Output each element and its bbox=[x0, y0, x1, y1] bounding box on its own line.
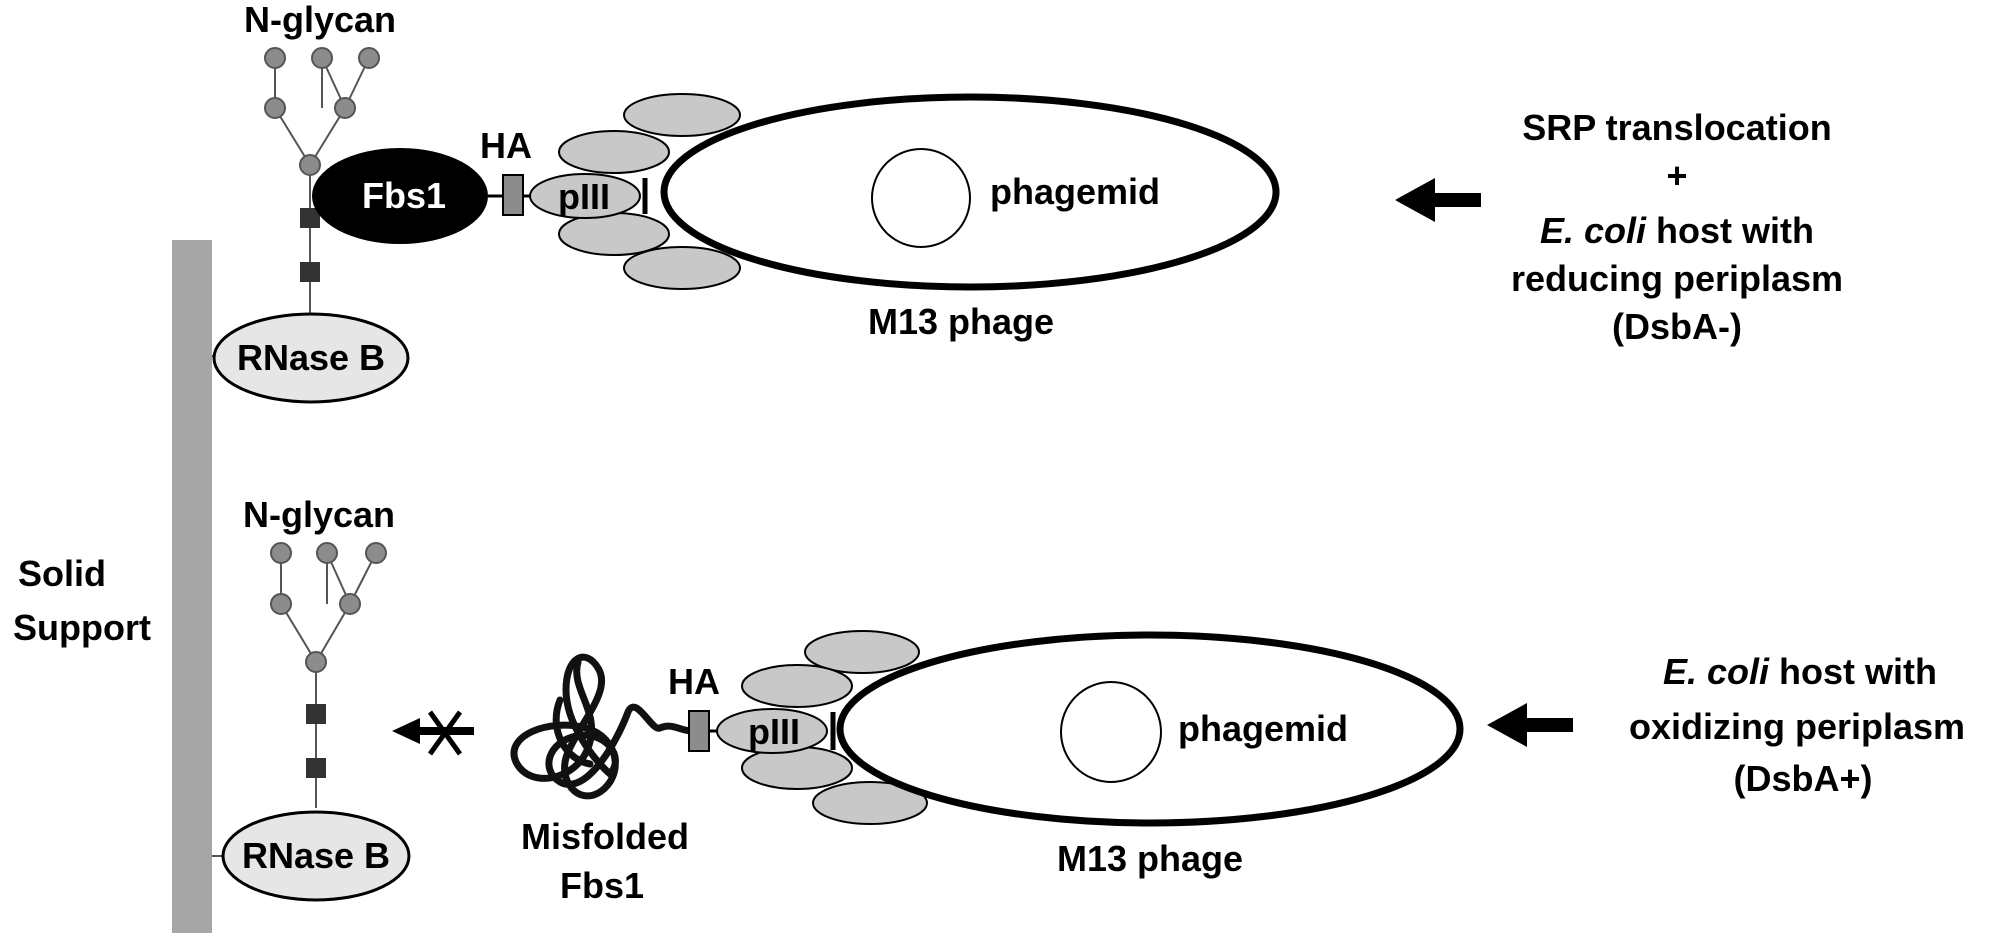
top-m13-phage-label: M13 phage bbox=[868, 301, 1054, 342]
top-glycan-nodes bbox=[264, 47, 380, 176]
top-condition-arrow-icon bbox=[1395, 178, 1481, 222]
top-panel: N-glycan RNase B Fbs1 HA pIII phagemid M… bbox=[212, 0, 1843, 404]
top-ha-label: HA bbox=[480, 125, 532, 166]
glycan-glcnac-square bbox=[306, 758, 326, 778]
bottom-panel: N-glycan RNase B Misfolded Fbs1 HA pIII bbox=[212, 494, 1965, 906]
bottom-rnase-b bbox=[221, 810, 411, 902]
glycan-glcnac-square bbox=[306, 704, 326, 724]
glycan-sugar-node bbox=[365, 542, 387, 564]
top-condition-line1: SRP translocation bbox=[1522, 107, 1831, 148]
phage-coat-protein bbox=[804, 630, 920, 674]
phage-coat-protein bbox=[558, 130, 670, 174]
top-rnase-b-label: RNase B bbox=[237, 337, 385, 378]
solid-support-bar bbox=[172, 240, 212, 933]
top-fbs1 bbox=[312, 148, 488, 244]
bottom-piii-label: pIII bbox=[748, 711, 800, 752]
top-condition-line5: (DsbA-) bbox=[1612, 306, 1742, 347]
bottom-piii bbox=[716, 708, 828, 754]
bottom-condition-line1: E. coli host with bbox=[1663, 651, 1937, 692]
top-condition-line3: E. coli host with bbox=[1540, 210, 1814, 251]
solid-support-label-line1: Solid bbox=[18, 553, 106, 594]
phage-coat-protein bbox=[623, 246, 741, 290]
blocked-binding-arrow-icon bbox=[392, 710, 474, 756]
glycan-sugar-node bbox=[270, 593, 292, 615]
phage-coat-protein bbox=[623, 93, 741, 137]
bottom-phagemid-circle bbox=[1060, 681, 1162, 783]
bottom-ha-label: HA bbox=[668, 661, 720, 702]
bottom-condition-arrow-icon bbox=[1487, 703, 1573, 747]
bottom-condition-line2: oxidizing periplasm bbox=[1629, 706, 1965, 747]
top-n-glycan-label: N-glycan bbox=[244, 0, 396, 40]
top-phagemid-label: phagemid bbox=[990, 171, 1160, 212]
top-piii-label: pIII bbox=[558, 176, 610, 217]
glycan-sugar-node bbox=[339, 593, 361, 615]
bottom-rnase-b-label: RNase B bbox=[242, 835, 390, 876]
top-fbs1-label: Fbs1 bbox=[362, 175, 446, 216]
bottom-m13-phage-label: M13 phage bbox=[1057, 838, 1243, 879]
glycan-glcnac-square bbox=[300, 208, 320, 228]
solid-support-label-line2: Support bbox=[13, 607, 151, 648]
top-ha-tag bbox=[502, 174, 524, 216]
phage-coat-protein bbox=[812, 781, 928, 825]
glycan-sugar-node bbox=[264, 97, 286, 119]
top-phagemid-circle bbox=[871, 148, 971, 248]
phage-coat-protein bbox=[741, 664, 853, 708]
bottom-ha-tag bbox=[688, 710, 710, 752]
glycan-sugar-node bbox=[334, 97, 356, 119]
glycan-sugar-node bbox=[316, 542, 338, 564]
top-condition-line2: + bbox=[1666, 155, 1687, 196]
glycan-sugar-node bbox=[305, 651, 327, 673]
misfolded-fbs1-label-line2: Fbs1 bbox=[560, 865, 644, 906]
phage-coat-protein bbox=[558, 212, 670, 256]
glycan-glcnac-square bbox=[300, 262, 320, 282]
top-condition-line4: reducing periplasm bbox=[1511, 258, 1843, 299]
glycan-sugar-node bbox=[264, 47, 286, 69]
misfolded-fbs1-icon bbox=[510, 653, 698, 800]
glycan-sugar-node bbox=[270, 542, 292, 564]
glycan-sugar-node bbox=[311, 47, 333, 69]
bottom-glycan-nodes bbox=[270, 542, 387, 673]
top-piii bbox=[529, 173, 641, 219]
bottom-condition-line3: (DsbA+) bbox=[1733, 758, 1872, 799]
glycan-sugar-node bbox=[358, 47, 380, 69]
bottom-phagemid-label: phagemid bbox=[1178, 708, 1348, 749]
misfolded-fbs1-label-line1: Misfolded bbox=[521, 816, 689, 857]
bottom-n-glycan-label: N-glycan bbox=[243, 494, 395, 535]
top-rnase-b bbox=[212, 312, 410, 404]
glycan-sugar-node bbox=[299, 154, 321, 176]
